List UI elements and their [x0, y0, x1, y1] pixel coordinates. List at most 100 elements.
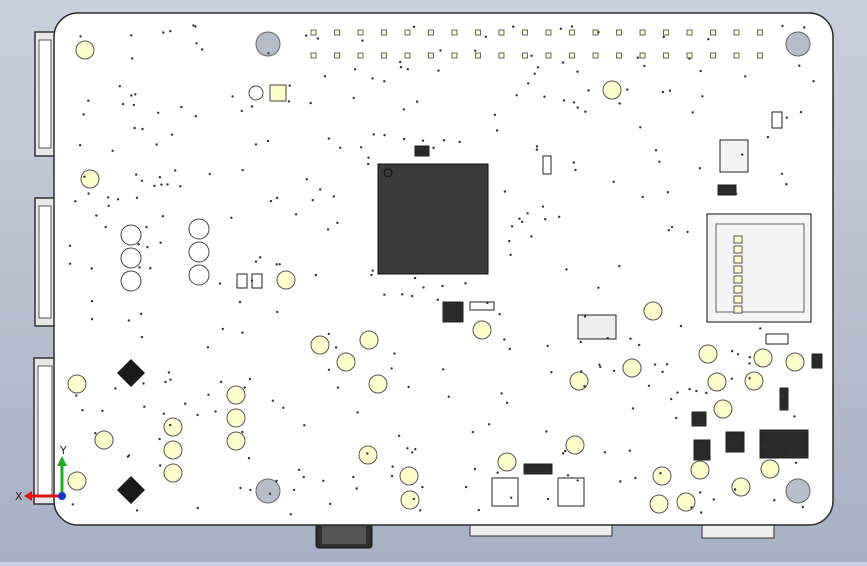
via — [668, 89, 672, 92]
via — [397, 434, 401, 437]
via — [785, 116, 788, 119]
via — [658, 160, 661, 163]
via — [169, 378, 172, 381]
via — [561, 61, 565, 64]
via — [546, 344, 549, 348]
through-hole — [188, 241, 210, 263]
mounting-hole — [255, 31, 281, 57]
via — [406, 447, 409, 450]
left-connector-usb-middle[interactable] — [34, 197, 56, 327]
sd-contact — [733, 235, 743, 244]
header-pin — [498, 52, 505, 59]
via — [618, 102, 621, 105]
via — [670, 397, 673, 401]
sd-contact — [733, 255, 743, 264]
sd-card-slot[interactable] — [706, 213, 812, 323]
header-pin — [757, 52, 763, 59]
via — [352, 96, 355, 100]
via — [294, 213, 298, 216]
via — [207, 393, 210, 396]
via — [162, 412, 165, 415]
via — [370, 273, 373, 277]
via — [164, 380, 167, 384]
bottom-audio-jack[interactable] — [315, 521, 373, 549]
smd-components — [236, 29, 823, 507]
via — [309, 101, 312, 105]
smd-component — [811, 353, 823, 369]
via — [276, 310, 279, 314]
via — [730, 377, 733, 380]
via — [74, 200, 77, 203]
via — [90, 318, 94, 321]
via — [167, 371, 171, 374]
left-connector-ethernet[interactable] — [33, 357, 57, 505]
header-pin — [569, 29, 575, 36]
via — [230, 216, 233, 219]
via — [639, 126, 642, 129]
via — [495, 129, 499, 132]
via — [196, 413, 199, 417]
via — [259, 256, 262, 259]
via — [75, 394, 78, 397]
header-pin — [569, 52, 575, 59]
via — [486, 301, 489, 305]
smd-component — [759, 429, 809, 459]
via — [79, 35, 82, 38]
via — [561, 452, 565, 455]
smd-component — [414, 145, 430, 157]
test-pad — [744, 371, 764, 391]
via — [121, 102, 125, 106]
left-connector-usb-top[interactable] — [34, 31, 56, 157]
via — [174, 169, 177, 172]
via — [68, 262, 72, 265]
main-soc-chip[interactable] — [377, 163, 489, 275]
test-pad — [94, 430, 114, 450]
header-pin — [545, 29, 552, 36]
test-pad — [731, 477, 751, 497]
via — [535, 145, 539, 148]
via — [666, 191, 669, 194]
via — [271, 399, 274, 402]
header-pin — [381, 29, 387, 36]
via — [127, 319, 130, 322]
smd-component — [765, 333, 789, 345]
test-pad — [276, 270, 296, 290]
bottom-right-connector[interactable] — [701, 523, 775, 539]
smd-component — [442, 301, 464, 323]
test-pad — [226, 385, 246, 405]
header-pin — [757, 29, 763, 36]
smd-component — [491, 477, 519, 507]
via — [500, 392, 503, 395]
via — [184, 402, 187, 405]
via — [288, 84, 291, 87]
via — [266, 139, 270, 143]
via — [132, 103, 135, 107]
via — [565, 268, 568, 271]
via — [411, 451, 414, 454]
via — [267, 52, 270, 55]
via — [766, 135, 770, 139]
via — [515, 94, 518, 97]
via — [383, 293, 386, 296]
header-pin — [639, 52, 646, 59]
header-pin — [334, 29, 340, 36]
via — [302, 475, 305, 479]
via — [82, 113, 85, 116]
via — [241, 430, 244, 434]
via — [781, 394, 784, 397]
via — [303, 424, 306, 427]
via — [83, 175, 86, 178]
via — [688, 388, 691, 391]
test-pad — [358, 445, 378, 465]
via — [311, 199, 314, 202]
via — [195, 42, 198, 45]
via — [292, 488, 296, 492]
via — [773, 499, 776, 502]
test-pad — [226, 431, 246, 451]
via — [731, 350, 734, 353]
via — [336, 386, 340, 389]
via — [278, 263, 281, 266]
via — [114, 387, 117, 390]
